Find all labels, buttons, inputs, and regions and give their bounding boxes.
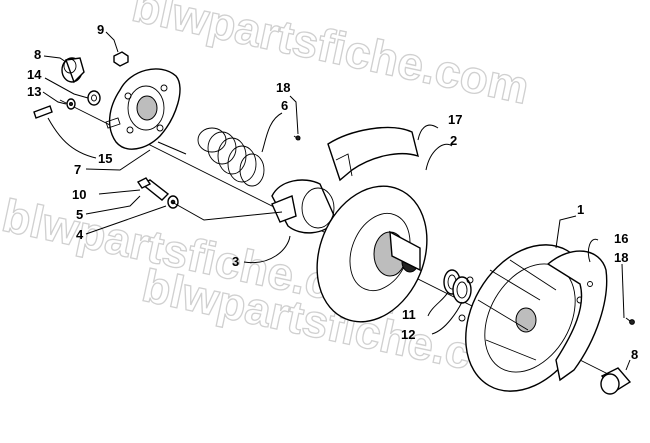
callout-14: 14: [27, 67, 42, 82]
callout-8-bottom: 8: [631, 347, 638, 362]
callout-15: 15: [98, 151, 112, 166]
callout-11: 11: [402, 307, 416, 322]
bushing-8-bottom: [600, 367, 632, 395]
callout-8-top: 8: [34, 47, 41, 62]
pin-13: [33, 105, 53, 119]
callout-7: 7: [74, 162, 81, 177]
leader-lines: [42, 31, 631, 371]
callout-10: 10: [72, 187, 86, 202]
callout-5: 5: [76, 207, 83, 222]
pin-7: [157, 141, 187, 155]
callout-18-top: 18: [276, 80, 290, 95]
callout-16: 16: [614, 231, 628, 246]
callout-2: 2: [450, 133, 457, 148]
callout-17: 17: [448, 112, 462, 127]
fixed-sheave-2: [316, 185, 428, 323]
screw-18-bottom: [625, 317, 635, 325]
washer-12: [452, 276, 472, 304]
nut-9: [113, 51, 129, 67]
callout-labels: 9 8 14 13 18 6 17 2 15 7 10 5 4 3 1 16 1…: [27, 22, 638, 362]
shield-17: [327, 126, 419, 182]
callout-4: 4: [76, 227, 84, 242]
callout-3: 3: [232, 254, 239, 269]
cover-plate: [105, 68, 181, 150]
bolt-5: [136, 177, 170, 201]
callout-6: 6: [281, 98, 288, 113]
spider-3: [271, 179, 337, 234]
bushing-8-top: [61, 57, 85, 84]
callout-1: 1: [577, 202, 584, 217]
watermark-top: blwpartsfiche.com: [128, 0, 534, 114]
small-washer: [66, 98, 76, 110]
washer-14: [87, 90, 101, 106]
callout-13: 13: [27, 84, 41, 99]
screw-18-top: [293, 135, 301, 141]
callout-12: 12: [401, 327, 415, 342]
spring-6: [197, 127, 265, 187]
callout-18-bottom: 18: [614, 250, 628, 265]
callout-9: 9: [97, 22, 104, 37]
